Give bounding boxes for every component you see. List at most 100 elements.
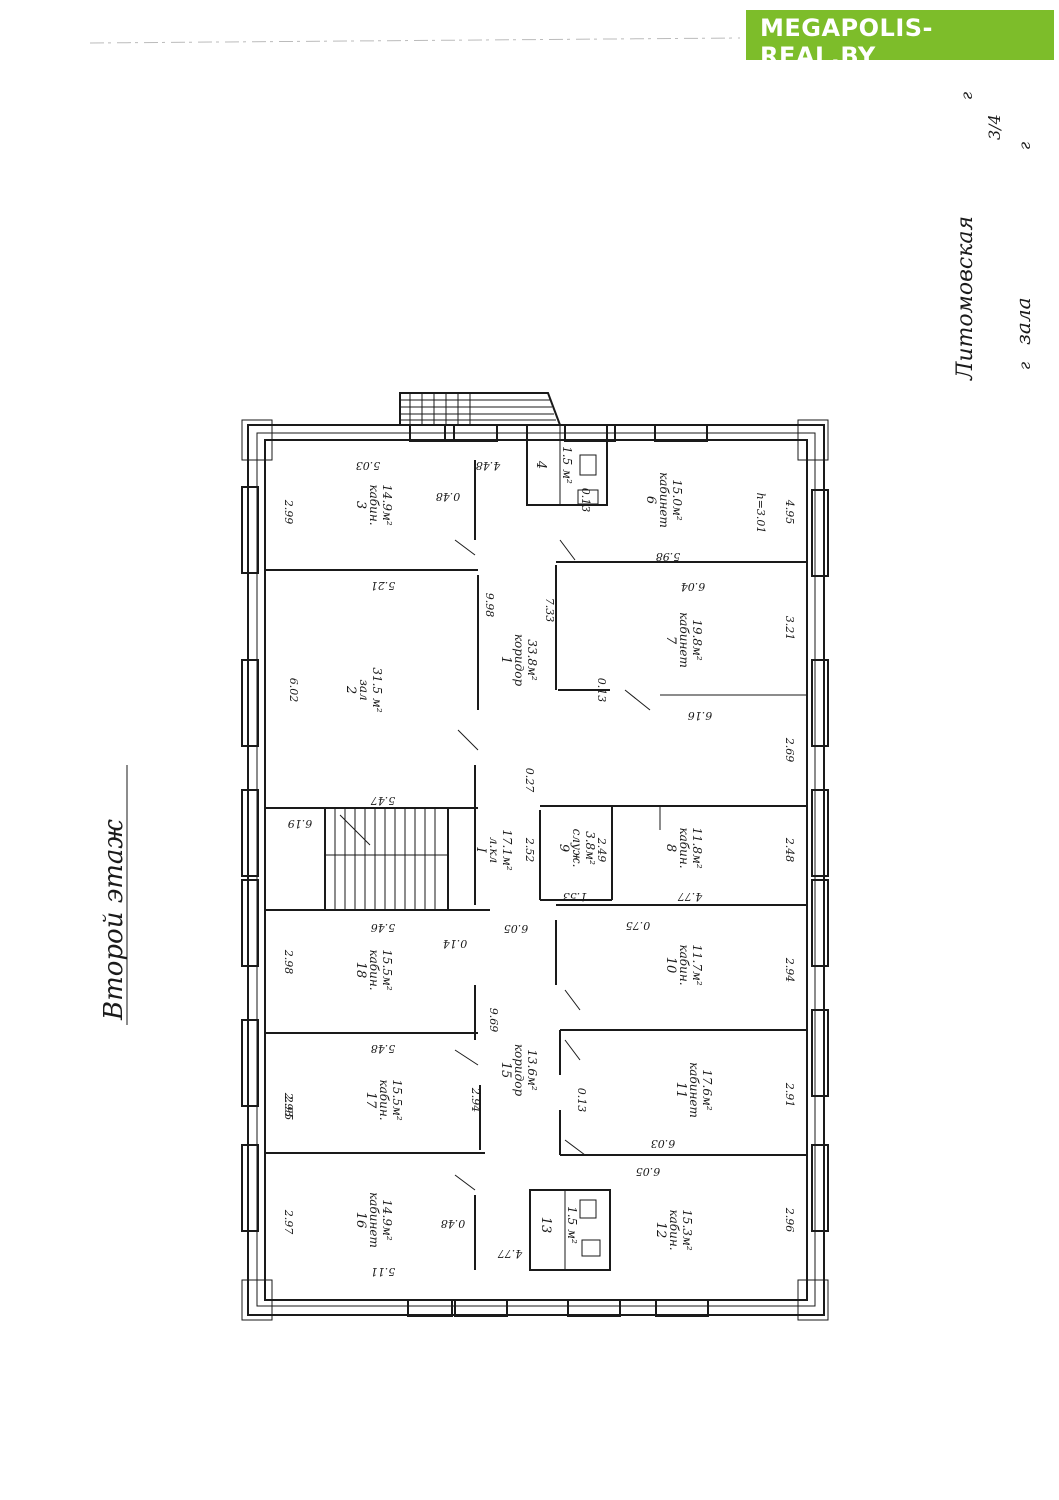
dimension-label: 0.75 — [626, 919, 651, 932]
dimension-label: 6.05 — [504, 922, 529, 935]
room-area: 1.5 м² — [560, 446, 574, 484]
room-num: 7 — [663, 636, 678, 645]
room-num: 17 — [363, 1092, 378, 1109]
room-area: 11.8м² — [690, 827, 704, 869]
room-num: 9 — [556, 844, 571, 852]
watermark-site: MEGAPOLIS-REAL.BY — [760, 14, 934, 70]
dimension-label: 2.99 — [282, 499, 295, 525]
dimension-label: 2.52 — [523, 837, 536, 863]
dimension-label: 0.13 — [575, 1088, 588, 1113]
dimension-labels: 5.032.990.484.480.136.029.985.212.935.98… — [282, 459, 796, 1278]
room-area: 33.8м² — [525, 639, 539, 681]
dimension-label: 2.69 — [783, 737, 796, 763]
room-area: 15.5м² — [380, 949, 394, 991]
windows-top — [409, 424, 708, 442]
room-area: 17.6м² — [700, 1069, 714, 1111]
dimension-label: 6.19 — [288, 817, 313, 830]
room-name: коридор — [512, 1044, 526, 1097]
dimension-label: 2.97 — [282, 1209, 295, 1235]
dimension-label: 6.03 — [651, 1137, 676, 1150]
dimension-label: 2.94 — [469, 1087, 482, 1113]
dimension-label: 9.98 — [483, 593, 496, 618]
dimension-label: 4.77 — [498, 1247, 524, 1260]
dimension-label: 4.48 — [476, 459, 502, 472]
room-num: 18 — [353, 962, 368, 979]
dimension-label: 0.27 — [523, 768, 536, 793]
room-label-13: 13 1.5 м² — [538, 1206, 579, 1244]
room-num: 3 — [353, 501, 368, 509]
dimension-label: 2.91 — [783, 1082, 796, 1108]
room-num: 12 — [653, 1222, 668, 1239]
dimension-label: 5.46 — [371, 921, 396, 934]
dimension-label: h=3.01 — [754, 493, 767, 534]
room-num: 11 — [673, 1082, 688, 1099]
dimension-label: 2.49 — [595, 837, 608, 863]
room-area: 15.0м² — [670, 479, 684, 521]
room-name: служ. — [570, 829, 584, 868]
room-num: 2 — [343, 685, 358, 694]
room-name: кабинет — [687, 1062, 701, 1118]
dimension-label: 0.13 — [595, 678, 608, 703]
room-name: кабинет — [677, 612, 691, 668]
interior-walls — [265, 424, 807, 1271]
dimension-label: 4.77 — [678, 890, 704, 903]
room-area: 3.8м² — [583, 831, 597, 865]
dimension-label: 1.53 — [563, 890, 588, 903]
room-num: 4 — [533, 460, 548, 469]
room-num: 1 — [498, 656, 513, 664]
room-name: кабин. — [377, 1079, 391, 1120]
note-fraction: 3/4 — [985, 114, 1004, 140]
dimension-label: 0.48 — [441, 1217, 466, 1230]
outer-walls — [241, 419, 829, 1321]
dimension-label: 0.13 — [579, 488, 592, 513]
note-g2: г — [1015, 142, 1034, 150]
room-name: коридор — [512, 634, 526, 687]
dimension-label: 6.05 — [636, 1165, 661, 1178]
room-name: кабин. — [367, 949, 381, 990]
note-street: Литомовская — [953, 216, 978, 381]
dimension-label: 6.02 — [287, 678, 300, 703]
room-area: 15.5м² — [390, 1079, 404, 1121]
room-name: кабин. — [667, 1209, 681, 1250]
windows-bottom — [407, 1299, 709, 1317]
internal-staircase — [324, 807, 449, 911]
dimension-label: 2.95 — [282, 1095, 295, 1121]
dimension-label: 6.04 — [681, 580, 706, 593]
dimension-label: 6.16 — [688, 709, 713, 722]
room-name: кабинет — [367, 1192, 381, 1248]
room-area: 1.5 м² — [565, 1206, 579, 1244]
room-num: 16 — [353, 1212, 368, 1229]
room-area: 13.6м² — [525, 1049, 539, 1091]
dimension-label: 0.48 — [436, 490, 461, 503]
room-num: I — [473, 846, 488, 853]
dimension-label: 2.48 — [783, 837, 796, 863]
note-g1: г — [957, 92, 976, 100]
dimension-label: 5.11 — [371, 1265, 396, 1278]
dimension-label: 5.98 — [656, 550, 681, 563]
floor-title: Второй этаж — [99, 819, 129, 1021]
toilet-fixtures — [577, 454, 601, 1257]
room-num: 15 — [498, 1062, 513, 1079]
dimension-label: 4.95 — [783, 499, 796, 525]
dimension-label: 5.47 — [371, 794, 396, 807]
room-num: 13 — [538, 1217, 553, 1234]
room-num: 6 — [643, 496, 658, 504]
room-area: 14.9м² — [380, 1199, 394, 1241]
room-name: кабин. — [677, 944, 691, 985]
dimension-label: 5.48 — [371, 1042, 396, 1055]
room-area: 19.8м² — [690, 619, 704, 661]
note-g3: г — [1015, 362, 1034, 370]
dimension-label: 9.69 — [487, 1008, 500, 1033]
room-num: 10 — [663, 957, 678, 974]
windows-left — [241, 486, 259, 1232]
room-area: 15.3м² — [680, 1209, 694, 1251]
